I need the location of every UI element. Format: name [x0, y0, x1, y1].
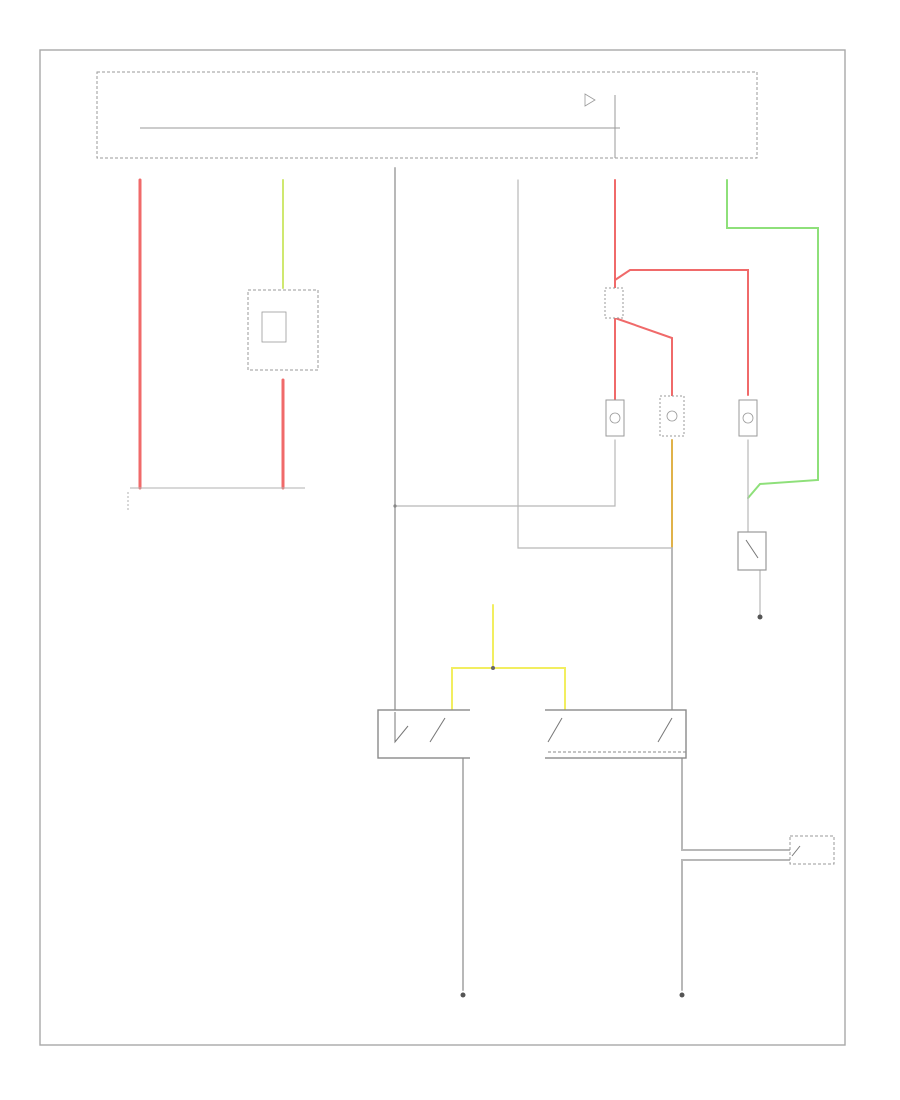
page-frame [39, 49, 846, 1046]
ground-icon-682 [679, 992, 685, 998]
splice-dot-493 [491, 666, 495, 670]
splice-dot-395 [393, 504, 397, 508]
gray-wire-518 [517, 179, 673, 549]
yellow-wire-branch [451, 667, 566, 713]
switch-assembly [377, 708, 687, 760]
connector-bottom-right [789, 835, 835, 865]
ground-icon-463 [460, 992, 466, 998]
switch-right [737, 531, 767, 571]
gray-wire-682b [681, 859, 791, 991]
control-module-box [96, 71, 758, 159]
red-wire-top-loop [614, 269, 749, 396]
green-wire-right [726, 179, 819, 499]
lamp-615 [605, 399, 625, 437]
connector-615 [604, 287, 624, 319]
left-control-unit-inner [261, 311, 287, 343]
gray-wire-682 [681, 757, 791, 851]
ground-icon-760 [757, 614, 763, 620]
gray-wire-horizontal [394, 439, 616, 507]
lamp-748 [738, 399, 758, 437]
red-wire-672 [614, 317, 673, 401]
module-diode-icon [584, 93, 596, 107]
lamp-672 [659, 395, 685, 437]
left-control-unit [247, 289, 319, 371]
